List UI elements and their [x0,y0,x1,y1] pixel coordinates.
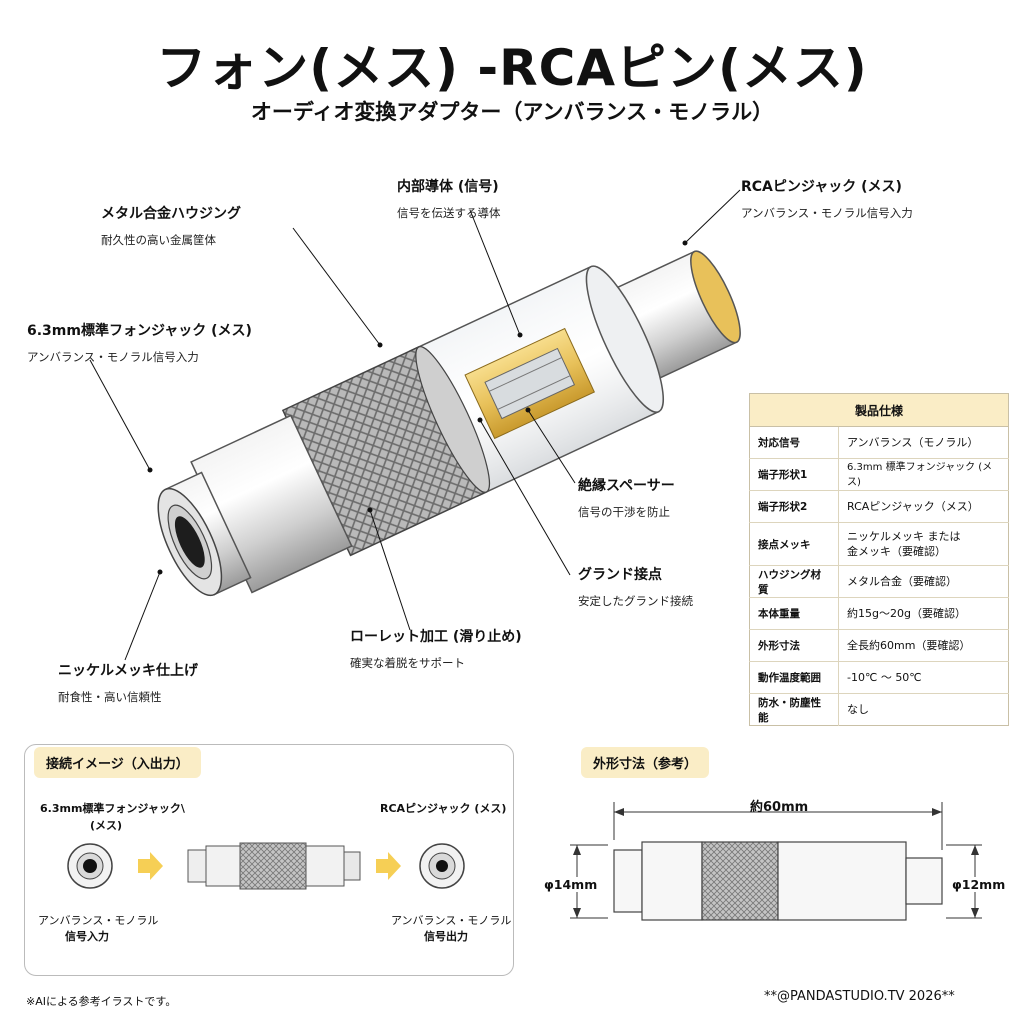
table-row: 防水・防塵性能なし [749,693,1009,726]
callout-housing: メタル合金ハウジング 耐久性の高い金属筐体 [101,206,241,247]
callout-inner-conductor: 内部導体 (信号) 信号を伝送する導体 [397,179,501,220]
callout-ground: グランド接点 安定したグランド接続 [578,567,693,608]
callout-spacer: 絶縁スペーサー 信号の干渉を防止 [578,478,675,519]
connection-panel [24,744,514,976]
footer-credit: **@PANDASTUDIO.TV 2026** [764,989,955,1004]
conn-right-caption: アンバランス・モノラル [391,914,512,927]
spec-header: 製品仕様 [749,393,1009,427]
table-row: 対応信号アンバランス（モノラル） [749,426,1009,459]
conn-left-label: 6.3mm標準フォンジャック\ [40,802,185,815]
table-row: 接点メッキニッケルメッキ または金メッキ（要確認） [749,522,1009,566]
callout-rca-jack: RCAピンジャック (メス) アンバランス・モノラル信号入力 [741,179,913,220]
conn-left-label-2: (メス) [90,819,123,832]
callout-nickel: ニッケルメッキ仕上げ 耐食性・高い信頼性 [58,663,198,704]
dimensions-tag: 外形寸法（参考） [581,747,710,778]
conn-right-caption-2: 信号出力 [424,930,468,943]
table-row: 本体重量約15g〜20g（要確認） [749,597,1009,630]
callout-knurl: ローレット加工 (滑り止め) 確実な着脱をサポート [350,629,522,670]
conn-left-caption: アンバランス・モノラル [38,914,159,927]
table-row: ハウジング材質メタル合金（要確認） [749,565,1009,598]
page-title: フォン(メス) -RCAピン(メス) [156,39,868,97]
conn-left-caption-2: 信号入力 [65,930,109,943]
table-row: 動作温度範囲-10℃ 〜 50℃ [749,661,1009,694]
page-subtitle: オーディオ変換アダプター（アンバランス・モノラル） [250,100,774,124]
dimension-left-diameter: φ14mm [544,877,598,892]
connection-tag: 接続イメージ（入出力） [34,747,201,778]
dimension-right-diameter: φ12mm [952,877,1006,892]
footer-note: ※AIによる参考イラストです。 [26,995,177,1008]
table-row: 外形寸法全長約60mm（要確認） [749,629,1009,662]
callout-phone-jack: 6.3mm標準フォンジャック (メス) アンバランス・モノラル信号入力 [27,323,252,364]
conn-right-label: RCAピンジャック (メス) [380,802,507,815]
dimension-length: 約60mm [750,800,809,815]
